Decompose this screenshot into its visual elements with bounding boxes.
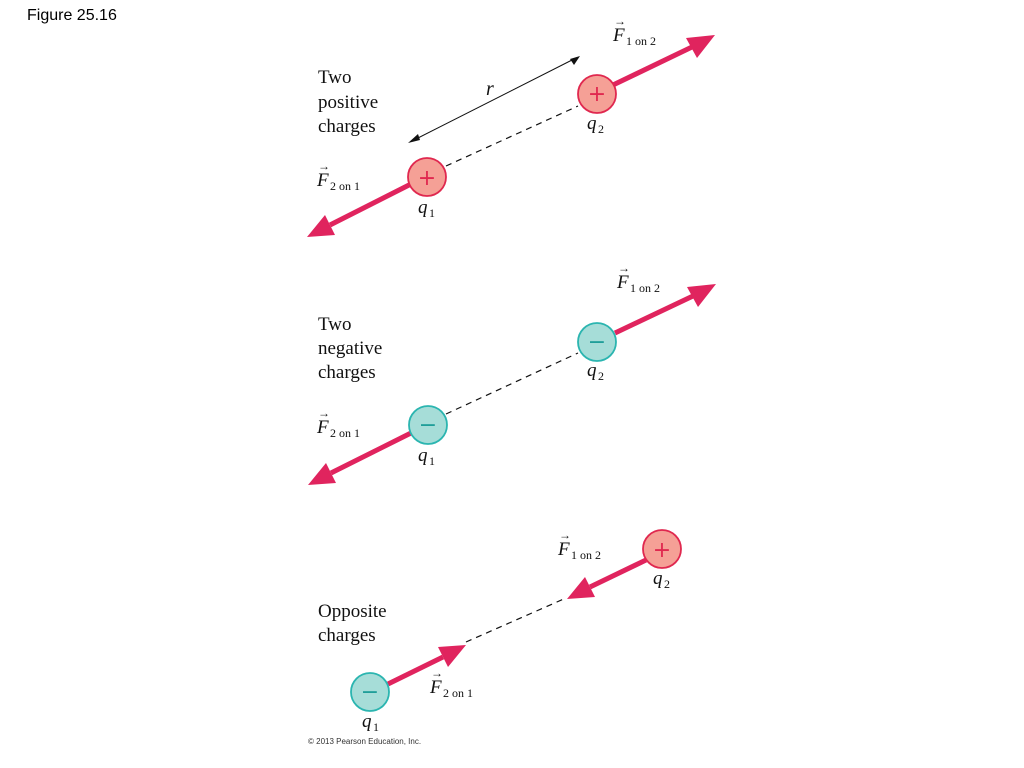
force-label-2-on-1: F → 2 on 1: [429, 666, 473, 700]
svg-text:2: 2: [598, 122, 604, 136]
separation-r-indicator: r: [408, 56, 580, 143]
force-arrow-2-on-1: [307, 181, 413, 237]
copyright-notice: © 2013 Pearson Education, Inc.: [308, 737, 422, 746]
charge-label-q1: q 1: [418, 197, 435, 220]
charge-q1-positive: +: [407, 157, 447, 197]
force-arrow-2-on-1: [308, 430, 413, 485]
svg-text:q: q: [418, 197, 428, 218]
svg-text:1 on 2: 1 on 2: [630, 281, 660, 295]
charge-label-q1: q 1: [418, 445, 435, 468]
svg-text:→: →: [431, 666, 443, 680]
svg-text:→: →: [318, 159, 330, 173]
svg-text:→: →: [618, 261, 630, 275]
force-label-2-on-1: F → 2 on 1: [316, 159, 360, 193]
svg-text:→: →: [318, 406, 330, 420]
charge-q1-negative: −: [408, 405, 448, 445]
panel-positive-charges: Two positive charges r +: [307, 14, 715, 237]
connector-line: [445, 352, 579, 415]
svg-text:2 on 1: 2 on 1: [330, 426, 360, 440]
svg-text:q: q: [587, 113, 597, 134]
svg-text:q: q: [418, 445, 428, 466]
svg-text:1: 1: [373, 720, 379, 734]
force-label-1-on-2: F → 1 on 2: [612, 14, 656, 48]
svg-text:F: F: [316, 417, 329, 438]
svg-text:1 on 2: 1 on 2: [571, 548, 601, 562]
svg-text:q: q: [653, 568, 663, 589]
q2-sign: +: [653, 538, 671, 563]
separation-label: r: [486, 78, 494, 100]
force-arrow-1-on-2: [567, 557, 648, 599]
panel-opposite-charges: Opposite charges + − F → 1 on 2 F: [318, 528, 682, 734]
charge-label-q1: q 1: [362, 711, 379, 734]
force-label-1-on-2: F → 1 on 2: [557, 528, 601, 562]
svg-text:F: F: [316, 170, 329, 191]
panel2-caption: Two negative charges: [318, 314, 387, 383]
svg-text:2: 2: [598, 369, 604, 383]
charge-q2-negative: −: [577, 322, 617, 362]
force-label-1-on-2: F → 1 on 2: [616, 261, 660, 295]
force-arrow-1-on-2: [613, 284, 716, 336]
svg-text:2 on 1: 2 on 1: [443, 686, 473, 700]
charge-label-q2: q 2: [587, 360, 604, 383]
charge-q2-positive: +: [642, 529, 682, 569]
svg-text:→: →: [614, 14, 626, 28]
panel3-caption: Opposite charges: [318, 601, 391, 646]
charge-q1-negative: −: [350, 672, 390, 712]
svg-text:F: F: [557, 539, 570, 560]
svg-text:1 on 2: 1 on 2: [626, 34, 656, 48]
charge-label-q2: q 2: [587, 113, 604, 136]
q1-sign: −: [361, 680, 379, 705]
svg-text:2: 2: [664, 577, 670, 591]
charge-label-q2: q 2: [653, 568, 670, 591]
force-arrow-2-on-1: [386, 645, 466, 687]
svg-text:→: →: [559, 528, 571, 542]
q2-sign: −: [588, 330, 606, 355]
panel-negative-charges: Two negative charges − − F → 1 on 2 F: [308, 261, 716, 485]
q2-sign: +: [588, 82, 606, 107]
svg-text:F: F: [616, 272, 629, 293]
force-label-2-on-1: F → 2 on 1: [316, 406, 360, 440]
svg-text:1: 1: [429, 454, 435, 468]
force-arrow-1-on-2: [611, 35, 715, 88]
figure-label: Figure 25.16: [27, 7, 117, 24]
svg-text:2 on 1: 2 on 1: [330, 179, 360, 193]
svg-text:F: F: [429, 677, 442, 698]
q1-sign: +: [418, 166, 436, 191]
svg-text:F: F: [612, 25, 625, 46]
charge-q2-positive: +: [577, 74, 617, 114]
svg-text:1: 1: [429, 206, 435, 220]
svg-text:q: q: [362, 711, 372, 732]
q1-sign: −: [419, 413, 437, 438]
connector-line: [445, 105, 579, 167]
connector-line: [465, 597, 567, 643]
svg-text:q: q: [587, 360, 597, 381]
panel1-caption: Two positive charges: [318, 67, 383, 137]
